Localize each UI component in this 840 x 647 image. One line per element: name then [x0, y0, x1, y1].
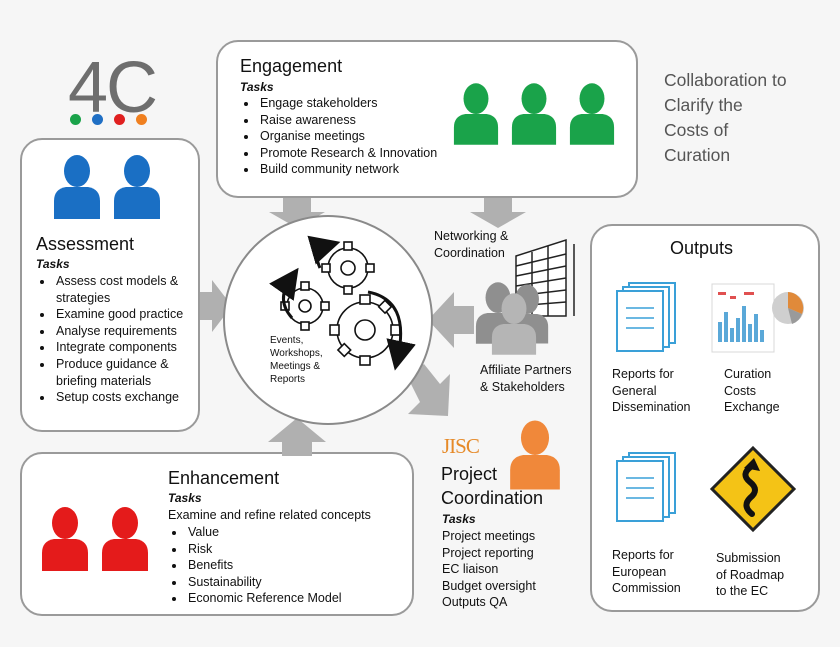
output-label-line: Costs	[724, 383, 756, 398]
list-item: Examine good practice	[54, 306, 204, 323]
list-item: Build community network	[258, 161, 498, 178]
list-item: Analyse requirements	[54, 323, 204, 340]
arrow-up-icon	[268, 418, 326, 456]
jisc-logo: JISC	[442, 434, 480, 458]
arrow-down-icon	[470, 198, 526, 228]
logo-dot-orange	[136, 114, 147, 125]
list-item: Produce guidance & briefing materials	[54, 356, 204, 389]
center-label: Events, Workshops, Meetings & Reports	[270, 334, 323, 386]
output-label-commission: Reports for European Commission	[612, 547, 681, 597]
list-item: Risk	[186, 541, 406, 558]
list-item: Organise meetings	[258, 128, 498, 145]
output-label-line: to the EC	[716, 584, 769, 599]
list-item: Engage stakeholders	[258, 95, 498, 112]
list-item: EC liaison	[442, 562, 499, 577]
side-title-line: Clarify the	[664, 95, 743, 115]
people-group-icon	[475, 282, 549, 355]
engagement-box: Engagement Tasks Engage stakeholders Rai…	[216, 40, 638, 198]
center-label-line: Reports	[270, 374, 306, 385]
output-label-line: of Roadmap	[716, 567, 785, 582]
arrow-left-icon	[428, 292, 474, 348]
list-item: Outputs QA	[442, 595, 508, 610]
arrow-right-icon	[200, 280, 232, 332]
assessment-tasks-label: Tasks	[36, 257, 70, 271]
outputs-title: Outputs	[670, 238, 734, 258]
outputs-box: Outputs Reports for General Disseminatio…	[590, 224, 820, 612]
output-label-exchange: Curation Costs Exchange	[724, 366, 780, 416]
output-label-line: Reports for	[612, 548, 674, 562]
logo-text: 4C	[68, 48, 158, 128]
output-label-line: European	[612, 564, 667, 579]
list-item: Benefits	[186, 557, 406, 574]
engagement-task-list: Engage stakeholders Raise awareness Orga…	[240, 95, 498, 178]
assessment-title: Assessment	[36, 234, 135, 254]
output-label-line: Curation	[724, 367, 772, 381]
list-item: Project meetings	[442, 529, 536, 543]
networking-label-line: Coordination	[434, 245, 505, 260]
project-title: Project Coordination	[441, 462, 543, 510]
list-item: Promote Research & Innovation	[258, 145, 498, 162]
project-tasks-label: Tasks	[442, 512, 476, 526]
list-item: Project reporting	[442, 545, 534, 560]
arrow-down-icon	[269, 198, 325, 228]
networking-label-line: Networking &	[434, 229, 509, 243]
logo-dot-red	[114, 114, 125, 125]
enhancement-task-list: Value Risk Benefits Sustainability Econo…	[168, 524, 406, 607]
engagement-title: Engagement	[240, 56, 343, 76]
affiliates-label-line: & Stakeholders	[480, 379, 565, 394]
document-stack-icon	[612, 452, 682, 532]
project-title-line: Project	[441, 464, 498, 484]
assessment-box: Assessment Tasks Assess cost models & st…	[20, 138, 200, 432]
project-title-line: Coordination	[441, 488, 544, 508]
output-label-line: Submission	[716, 551, 781, 565]
arrow-diagonal-icon	[408, 364, 450, 416]
document-stack-icon	[612, 282, 682, 362]
chart-thumbnail-icon	[710, 278, 808, 356]
output-label-line: Reports for	[612, 367, 674, 381]
project-task-list: Project meetings Project reporting EC li…	[442, 528, 536, 611]
center-circle	[223, 215, 433, 425]
assessment-task-list: Assess cost models & strategies Examine …	[36, 273, 204, 406]
list-item: Raise awareness	[258, 112, 498, 129]
output-label-line: Commission	[612, 581, 681, 596]
output-label-roadmap: Submission of Roadmap to the EC	[716, 550, 784, 600]
networking-label: Networking & Coordination	[434, 228, 508, 261]
list-item: Setup costs exchange	[54, 389, 204, 406]
gears-icon	[280, 241, 401, 366]
list-item: Value	[186, 524, 406, 541]
list-item: Budget oversight	[442, 578, 536, 593]
output-label-line: Dissemination	[612, 400, 691, 415]
center-label-line: Workshops,	[270, 348, 323, 359]
logo-4c: 4C	[66, 48, 158, 132]
side-title-line: Costs of	[664, 120, 729, 140]
enhancement-box: Enhancement Tasks Examine and refine rel…	[20, 452, 414, 616]
list-item: Integrate components	[54, 339, 204, 356]
center-label-line: Events,	[270, 335, 304, 346]
list-item: Assess cost models & strategies	[54, 273, 204, 306]
engagement-tasks-label: Tasks	[240, 80, 274, 94]
output-label-line: General	[612, 383, 657, 398]
winding-road-sign-icon	[708, 444, 798, 534]
side-title: Collaboration to Clarify the Costs of Cu…	[664, 68, 787, 168]
logo-dot-green	[70, 114, 81, 125]
output-label-general: Reports for General Dissemination	[612, 366, 691, 416]
output-label-line: Exchange	[724, 400, 780, 415]
list-item: Economic Reference Model	[186, 590, 406, 607]
center-label-line: Meetings &	[270, 361, 321, 372]
side-title-line: Collaboration to	[664, 70, 787, 90]
affiliates-label-line: Affiliate Partners	[480, 363, 572, 377]
side-title-line: Curation	[664, 145, 731, 165]
affiliates-label: Affiliate Partners & Stakeholders	[480, 362, 571, 395]
enhancement-tasks-label: Tasks	[168, 491, 202, 505]
enhancement-intro: Examine and refine related concepts	[168, 508, 371, 522]
list-item: Sustainability	[186, 574, 406, 591]
logo-dot-blue	[92, 114, 103, 125]
enhancement-title: Enhancement	[168, 468, 280, 488]
